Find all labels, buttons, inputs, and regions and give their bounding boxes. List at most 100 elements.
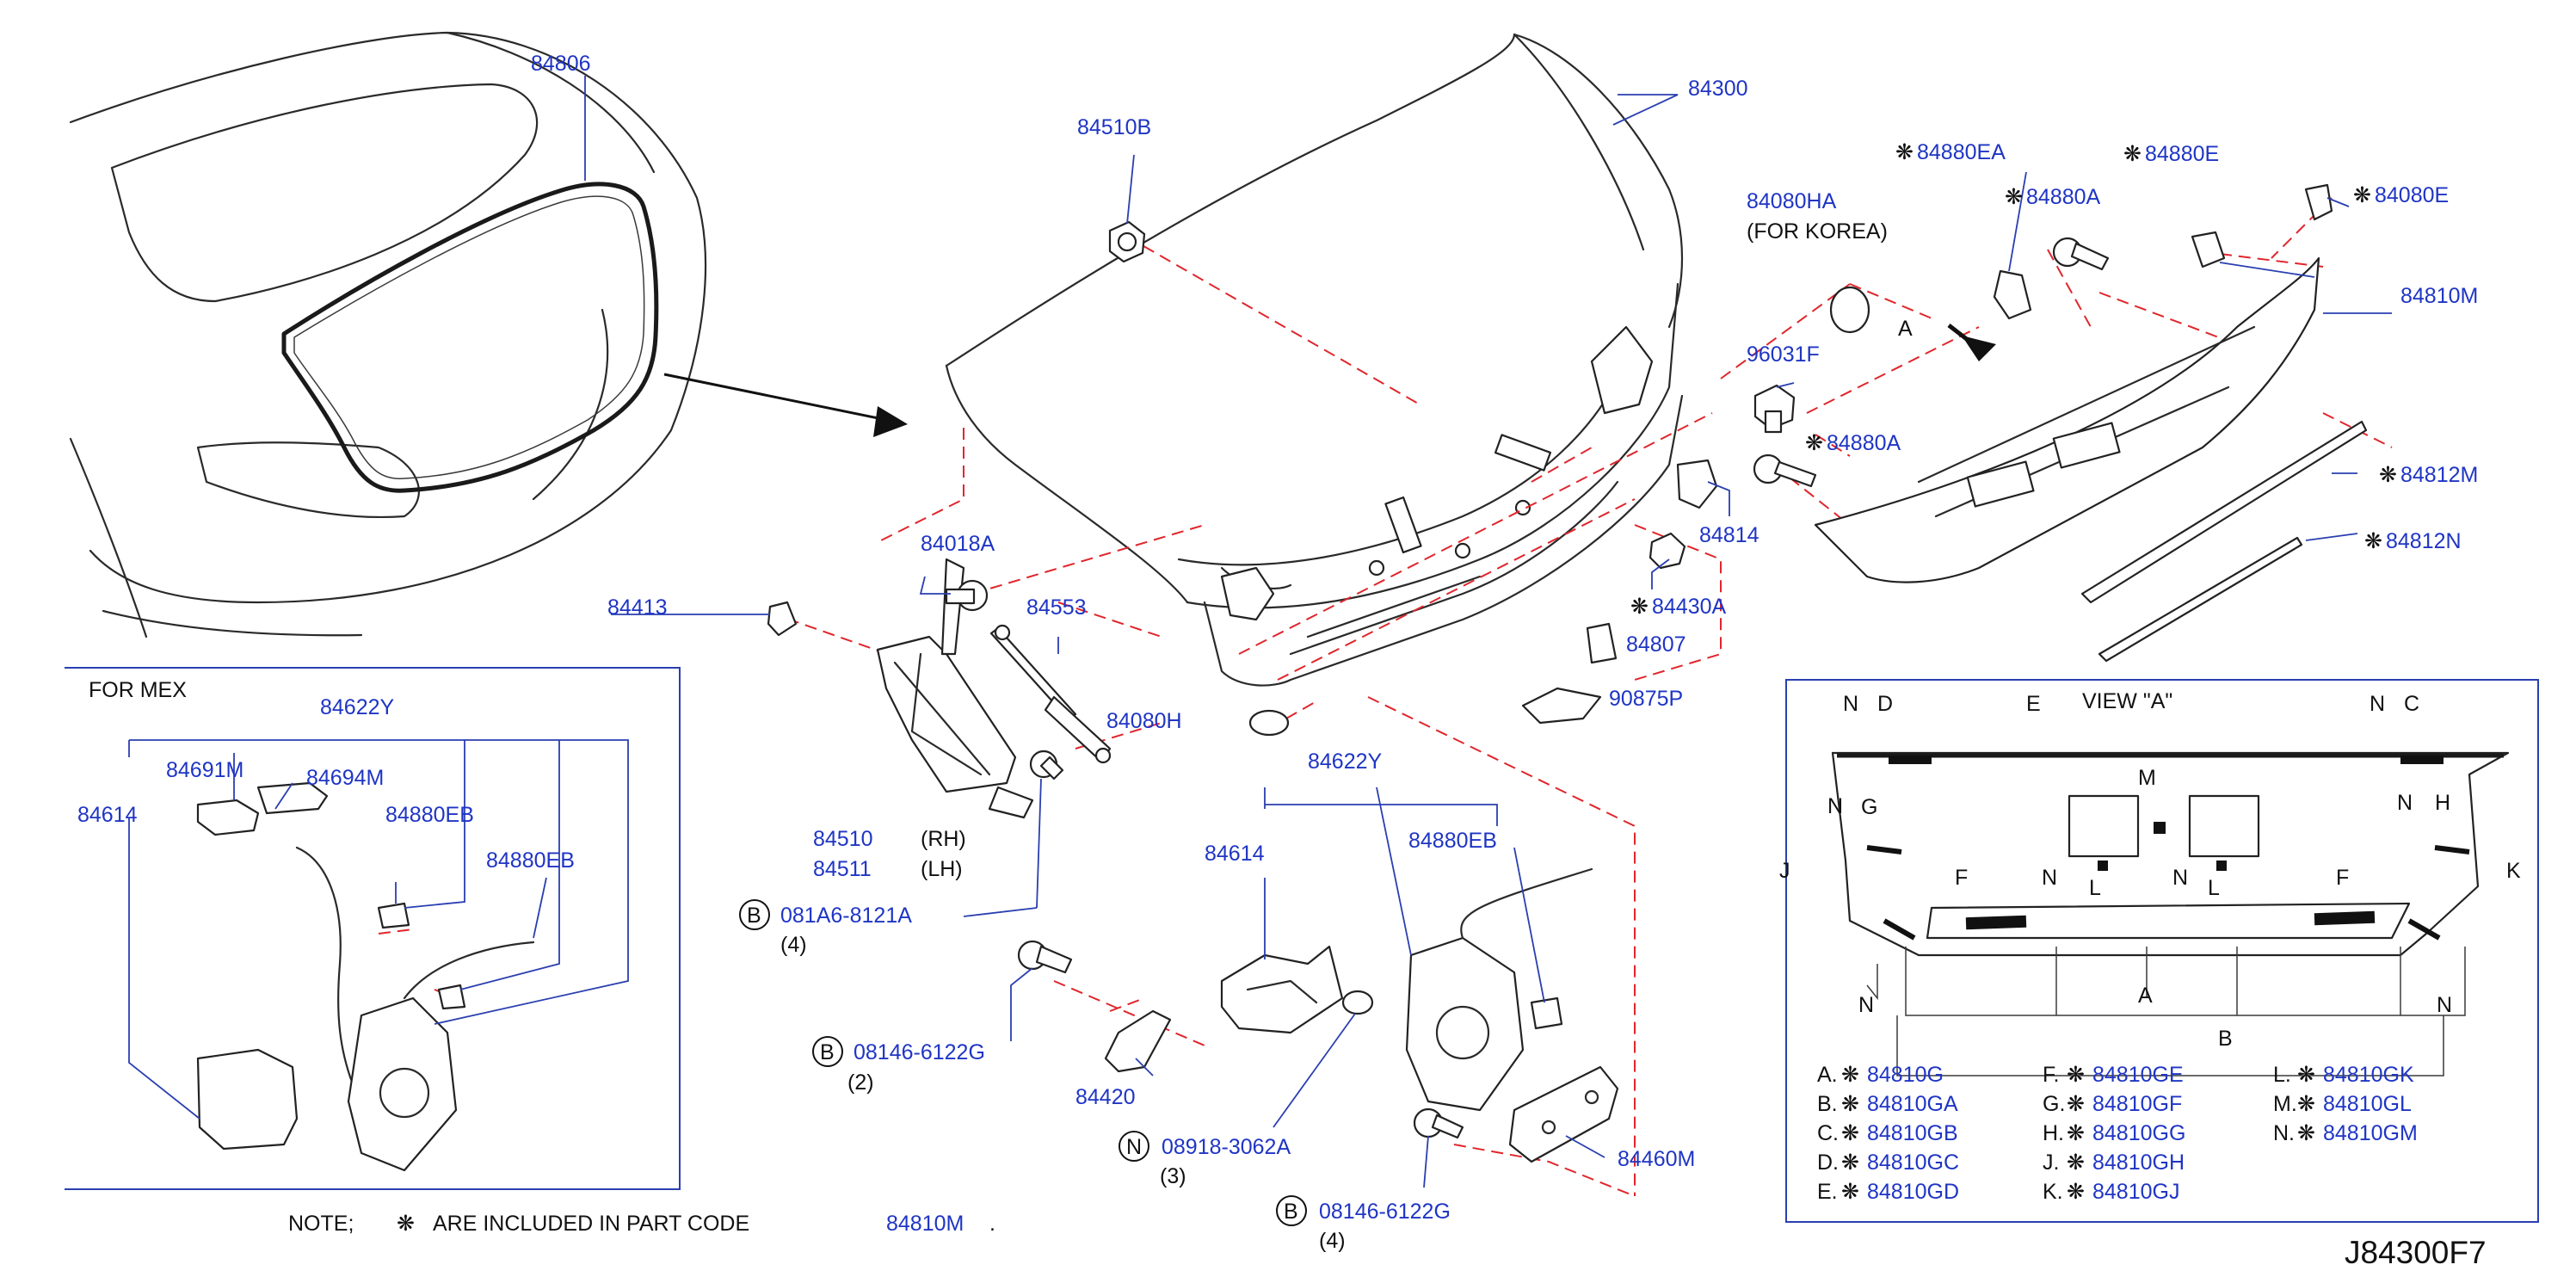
leader-lines: [128, 76, 2392, 1188]
label-84810M: 84810M: [2400, 284, 2478, 308]
label-84880EB-mid: 84880EB: [1408, 829, 1497, 853]
symbol-84430A: ❋: [1630, 595, 1649, 619]
label-84614-left: 84614: [77, 803, 138, 827]
label-84420: 84420: [1075, 1085, 1136, 1109]
label-84806: 84806: [531, 52, 591, 76]
label-08918-3062A: 08918-3062A: [1162, 1135, 1291, 1159]
label-84300: 84300: [1688, 77, 1748, 101]
note-body: ARE INCLUDED IN PART CODE: [433, 1212, 749, 1236]
bolt-B-081A6: [1029, 750, 1064, 780]
clip-84814: [1676, 459, 1718, 509]
clip-84880EA: [1993, 269, 2032, 320]
label-84080HA: 84080HA: [1747, 189, 1837, 213]
legend-key: C.: [1817, 1121, 1839, 1145]
qty-08146-b: (4): [1319, 1229, 1346, 1253]
bolt-B-08146-right: [1413, 1107, 1464, 1139]
va-letter-E: E: [2026, 692, 2041, 716]
label-84814: 84814: [1699, 523, 1759, 547]
plate-84460M: [1508, 1065, 1619, 1163]
label-84880A-mid: 84880A: [1827, 431, 1901, 455]
legend-symbol: ❋: [1841, 1151, 1859, 1175]
label-84880A-top: 84880A: [2026, 185, 2101, 209]
label-84691M: 84691M: [166, 758, 243, 782]
cover-84614-left: [196, 1048, 299, 1151]
label-84511: 84511: [813, 857, 872, 881]
view-a-garnish: [1831, 751, 2510, 957]
for-mex-parts: [196, 781, 535, 1172]
va-letter-N7: N: [1858, 993, 1874, 1017]
label-90875P: 90875P: [1609, 687, 1683, 711]
label-84880EA: 84880EA: [1917, 140, 2006, 164]
qty-08146-a: (2): [847, 1070, 874, 1095]
va-letter-C: C: [2404, 692, 2419, 716]
va-letter-B: B: [2218, 1027, 2233, 1051]
legend-code: 84810GB: [1867, 1121, 1958, 1145]
lid-hole: [1454, 542, 1471, 559]
molding-84812N: [2098, 536, 2303, 663]
va-letter-F1: F: [1955, 866, 1968, 890]
va-letter-L1: L: [2089, 876, 2101, 900]
arrow-A: [1947, 324, 1996, 361]
va-letter-F2: F: [2336, 866, 2349, 890]
view-a-leaders: [1866, 947, 2466, 1077]
latch-84622Y-left: [347, 996, 458, 1172]
va-letter-H: H: [2435, 791, 2450, 815]
clip-84430A: [1649, 532, 1686, 570]
bolt-84880A-mid: [1753, 453, 1817, 488]
symbol-84812N: ❋: [2364, 529, 2382, 553]
trunk-lid-84300: [945, 33, 1684, 687]
va-letter-A: A: [2138, 984, 2153, 1008]
clip-84880E: [2191, 231, 2226, 268]
label-for-mex: FOR MEX: [89, 678, 187, 702]
plug-84080H: [1248, 709, 1290, 737]
legend-symbol: ❋: [2067, 1092, 2085, 1116]
label-84510B: 84510B: [1077, 115, 1151, 139]
label-84614-mid: 84614: [1205, 842, 1265, 866]
legend-code: 84810GF: [2092, 1092, 2182, 1116]
lid-bracket-right: [1590, 325, 1654, 415]
legend-key: J.: [2043, 1151, 2059, 1175]
label-84430A: 84430A: [1652, 595, 1727, 619]
va-letter-N1: N: [1843, 692, 1858, 716]
legend-symbol: ❋: [2297, 1063, 2315, 1087]
va-letter-N4: N: [2397, 791, 2413, 815]
label-for-korea: (FOR KOREA): [1747, 219, 1888, 244]
note-code: 84810M: [886, 1212, 964, 1236]
legend-symbol: ❋: [1841, 1063, 1859, 1087]
circle-b-2: [812, 1036, 843, 1067]
handle-84691M: [196, 799, 260, 836]
legend-key: D.: [1817, 1151, 1839, 1175]
legend-key: A.: [1817, 1063, 1838, 1087]
trunk-seal-84806: [281, 182, 659, 493]
label-081A6-8121A: 081A6-8121A: [780, 904, 912, 928]
latch-84622Y-mid: [1405, 867, 1593, 1112]
legend-key: H.: [2043, 1121, 2064, 1145]
b-letter-3: B: [1284, 1200, 1298, 1224]
legend-key: E.: [1817, 1180, 1838, 1204]
legend-key: N.: [2273, 1121, 2295, 1145]
n-letter: N: [1126, 1135, 1142, 1159]
label-84511-lh: (LH): [921, 857, 963, 881]
legend-key: M.: [2273, 1092, 2297, 1116]
legend-symbol: ❋: [1841, 1092, 1859, 1116]
molding-84812M: [2080, 420, 2368, 604]
legend-code: 84810GK: [2323, 1063, 2414, 1087]
symbol-84812M: ❋: [2379, 463, 2397, 487]
legend-code: 84810GD: [1867, 1180, 1959, 1204]
note-symbol: ❋: [397, 1212, 415, 1236]
label-84510: 84510: [813, 827, 873, 851]
bolt-84018A: [945, 579, 989, 612]
legend-symbol: ❋: [1841, 1180, 1859, 1204]
legend-symbol: ❋: [2297, 1121, 2315, 1145]
clip-84080E: [2304, 183, 2333, 221]
for-mex-frame: [65, 667, 681, 1190]
striker-84420: [1104, 1009, 1172, 1073]
nut-N-08918: [1341, 990, 1374, 1015]
label-84807: 84807: [1626, 632, 1686, 657]
label-84510-rh: (RH): [921, 827, 966, 851]
symbol-84080E: ❋: [2353, 183, 2371, 207]
va-letter-D: D: [1877, 692, 1893, 716]
label-84622Y-mid: 84622Y: [1308, 750, 1383, 774]
cover-84614-mid: [1220, 945, 1344, 1034]
